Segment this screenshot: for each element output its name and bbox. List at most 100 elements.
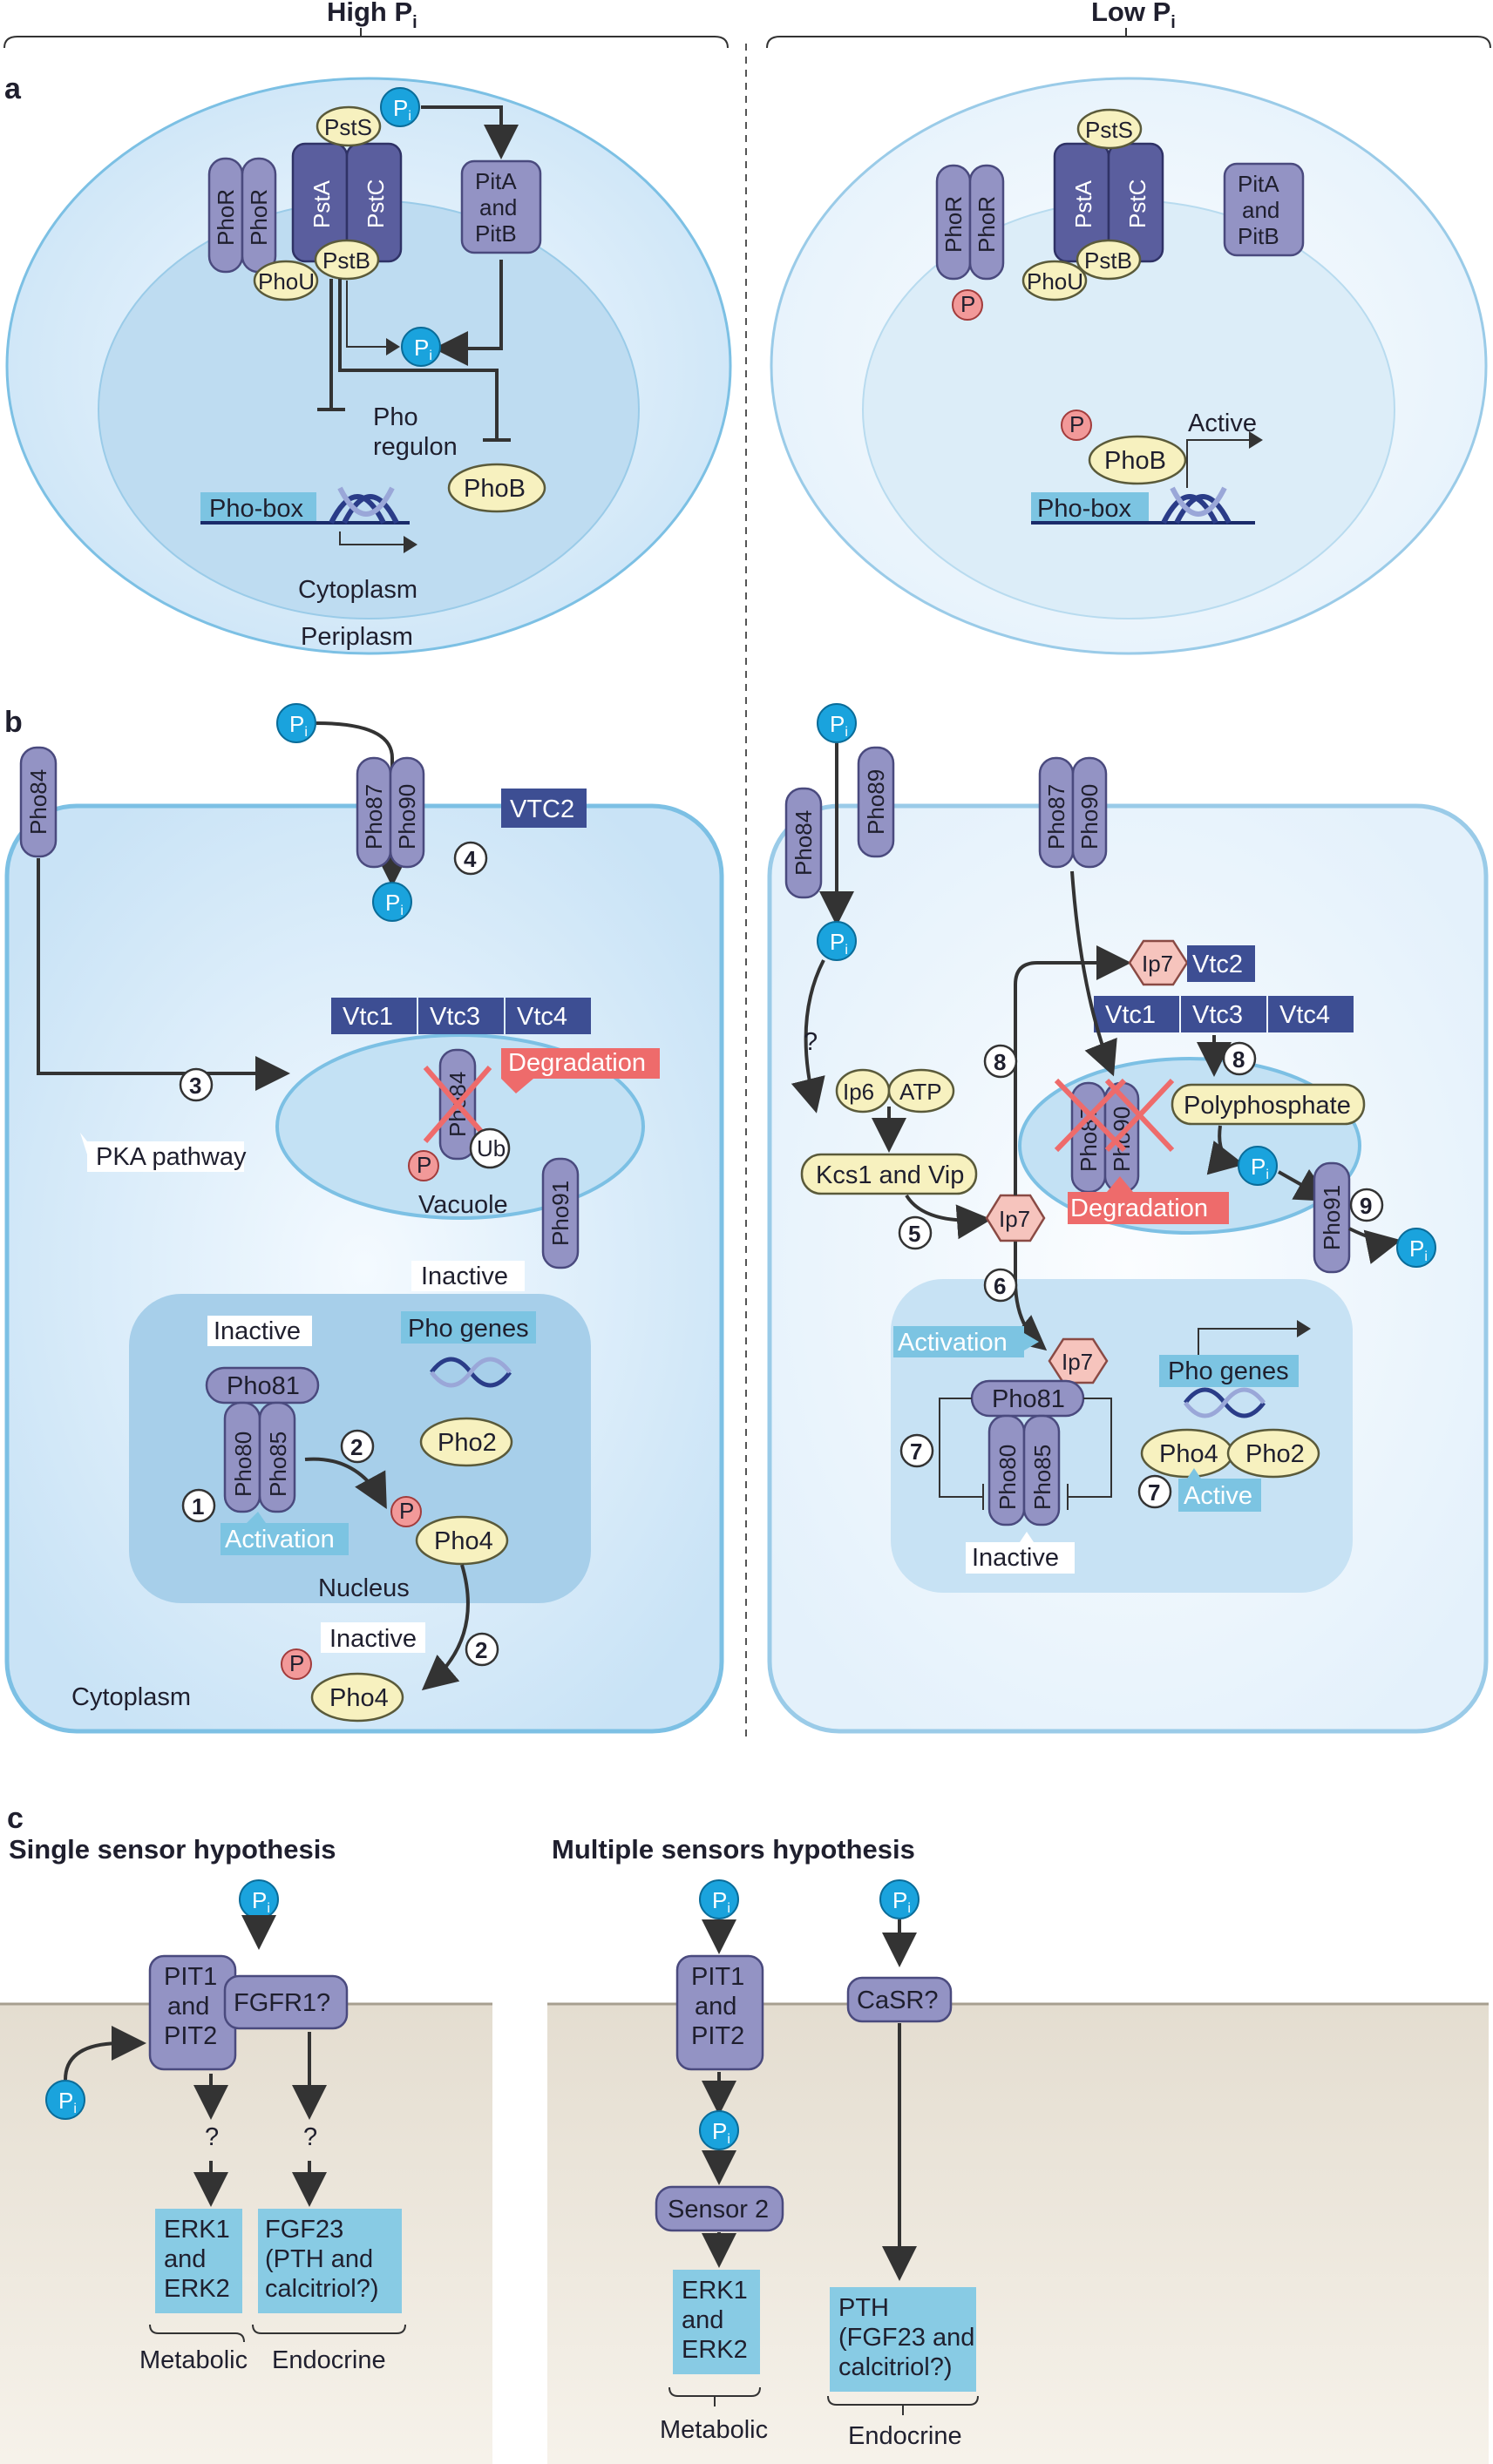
svg-text:Vacuole: Vacuole (418, 1191, 508, 1219)
svg-text:Vtc3: Vtc3 (1192, 1001, 1243, 1029)
svg-text:6: 6 (994, 1273, 1006, 1299)
svg-text:Vtc3: Vtc3 (430, 1003, 480, 1031)
svg-text:Pho4: Pho4 (434, 1527, 493, 1555)
svg-text:Pho80: Pho80 (230, 1432, 256, 1497)
svg-text:Pho81: Pho81 (227, 1372, 300, 1400)
svg-text:Pho91: Pho91 (1319, 1185, 1345, 1250)
svg-text:2: 2 (475, 1637, 487, 1663)
pho-regulon-2: regulon (373, 433, 458, 461)
svg-text:8: 8 (1232, 1046, 1245, 1073)
svg-text:PhoR: PhoR (940, 196, 967, 253)
pstA: PstA (309, 179, 335, 228)
svg-text:9: 9 (1360, 1193, 1372, 1219)
pstC: PstC (363, 179, 389, 228)
svg-text:PIT2: PIT2 (164, 2022, 217, 2050)
panel-a-low: PhoR PhoR P PstA PstC PstS PstB PhoU Pit… (770, 77, 1488, 655)
fgfr1: FGFR1? (234, 1989, 330, 2017)
phoR-2: PhoR (246, 189, 272, 246)
svg-text:Pho4: Pho4 (329, 1684, 389, 1712)
pstS: PstS (324, 114, 372, 140)
header-low-pi: Low Pi (1091, 0, 1176, 32)
svg-text:Ip7: Ip7 (1062, 1349, 1093, 1375)
svg-text:ERK1: ERK1 (164, 2216, 230, 2244)
active-label-a: Active (1188, 410, 1257, 437)
svg-text:Pho4: Pho4 (1159, 1440, 1218, 1468)
svg-text:and: and (1242, 197, 1279, 223)
svg-text:PitB: PitB (1238, 223, 1279, 249)
activation-low: Activation (898, 1329, 1008, 1357)
svg-text:Vtc1: Vtc1 (1105, 1001, 1156, 1029)
svg-text:Pho85: Pho85 (265, 1432, 291, 1497)
svg-text:Inactive: Inactive (972, 1544, 1059, 1572)
degradation-high: Degradation (508, 1049, 646, 1077)
svg-text:and: and (164, 2245, 206, 2273)
panel-b-low: Pi Pho84 Pho89 Pi ? Ip6 ATP Kcs1 and Vip… (767, 703, 1489, 1734)
svg-text:P: P (417, 1152, 431, 1178)
multiple-sensors-title: Multiple sensors hypothesis (552, 1834, 915, 1865)
svg-text:Pi: Pi (892, 1887, 911, 1916)
svg-text:Pi: Pi (712, 1887, 730, 1916)
phoR-1: PhoR (213, 189, 239, 246)
svg-text:ERK2: ERK2 (164, 2275, 230, 2303)
svg-text:?: ? (303, 2123, 317, 2151)
cytoplasm-a: Cytoplasm (298, 576, 417, 604)
svg-text:5: 5 (908, 1221, 920, 1247)
svg-text:Endocrine: Endocrine (272, 2346, 386, 2374)
svg-text:Pho81: Pho81 (992, 1385, 1065, 1413)
svg-text:7: 7 (1148, 1479, 1160, 1506)
sensor-2: Sensor 2 (668, 2196, 769, 2224)
svg-text:Ip7: Ip7 (1142, 951, 1173, 977)
svg-text:PIT1: PIT1 (691, 1963, 744, 1991)
vtc2-high: VTC2 (510, 795, 574, 823)
svg-text:P: P (399, 1498, 414, 1524)
pit-3: PitB (475, 220, 517, 247)
svg-text:Pho2: Pho2 (1245, 1440, 1305, 1468)
svg-text:PstA: PstA (1070, 179, 1096, 228)
svg-text:?: ? (205, 2123, 219, 2151)
svg-text:Pho-box: Pho-box (209, 495, 304, 523)
svg-text:FGF23: FGF23 (265, 2216, 343, 2244)
svg-text:P: P (1069, 411, 1084, 437)
header: High Pi Low Pi (3, 0, 1491, 1743)
svg-text:(PTH and: (PTH and (265, 2245, 373, 2273)
svg-text:Pi: Pi (252, 1887, 270, 1916)
svg-text:ERK1: ERK1 (682, 2277, 748, 2305)
svg-text:3: 3 (189, 1073, 201, 1099)
svg-text:Metabolic: Metabolic (660, 2416, 768, 2444)
polyphosphate: Polyphosphate (1184, 1092, 1351, 1120)
svg-text:Inactive: Inactive (421, 1262, 508, 1290)
svg-text:Pho87: Pho87 (1043, 784, 1069, 850)
svg-text:PhoU: PhoU (1027, 268, 1083, 294)
svg-text:Vtc4: Vtc4 (517, 1003, 567, 1031)
panel-label-c: c (7, 1802, 24, 1835)
cytoplasm-b: Cytoplasm (71, 1683, 191, 1711)
svg-text:Inactive: Inactive (329, 1625, 417, 1653)
panel-label-b: b (4, 706, 23, 739)
svg-text:Ub: Ub (477, 1135, 506, 1161)
svg-text:Pho91: Pho91 (547, 1181, 573, 1246)
svg-text:ATP: ATP (899, 1079, 942, 1105)
periplasm-a: Periplasm (301, 623, 413, 651)
pka-pathway: PKA pathway (96, 1143, 247, 1171)
svg-text:Pho87: Pho87 (361, 784, 387, 850)
svg-text:Inactive: Inactive (214, 1317, 301, 1345)
pho-regulon-1: Pho (373, 403, 418, 431)
svg-text:Pho90: Pho90 (1076, 784, 1103, 850)
svg-text:Ip7: Ip7 (999, 1206, 1030, 1232)
panel-b-high: Pho84 Pi Pho87 Pho90 Pi 4 VTC2 Vtc1 Vtc3… (4, 703, 724, 1734)
svg-text:Pho84: Pho84 (25, 769, 51, 835)
svg-text:Vtc1: Vtc1 (343, 1003, 393, 1031)
svg-text:Pi: Pi (830, 929, 848, 958)
panel-a-high: PhoR PhoR PstA PstC PstS PstB PhoU Pi Pi… (5, 77, 732, 655)
svg-text:Metabolic: Metabolic (139, 2346, 248, 2374)
svg-text:PIT1: PIT1 (164, 1963, 217, 1991)
svg-text:and: and (695, 1993, 736, 2021)
panel-c-single: Single sensor hypothesis Pi Pi PIT1 and … (0, 1834, 492, 2464)
svg-text:Pi: Pi (58, 2088, 77, 2116)
phoR-phospho: P (960, 291, 975, 317)
pho-genes-high: Pho genes (408, 1315, 529, 1343)
svg-text:Pi: Pi (289, 711, 308, 740)
pho-genes-low: Pho genes (1168, 1357, 1289, 1385)
svg-text:1: 1 (192, 1493, 204, 1520)
